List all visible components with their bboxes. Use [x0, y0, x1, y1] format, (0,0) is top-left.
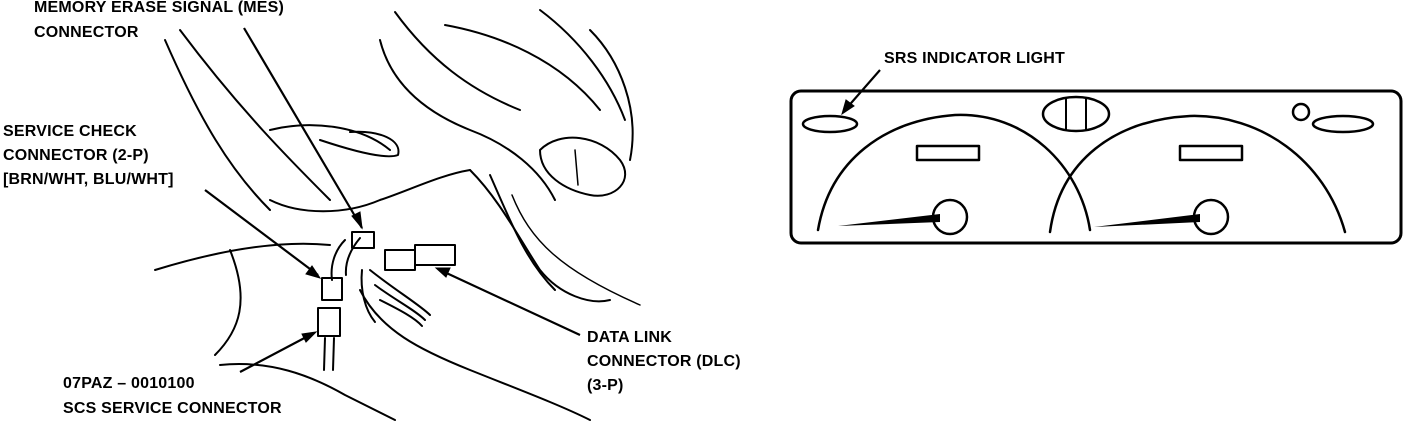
scs-tool-label-line1: 07PAZ – 0010100 — [63, 375, 195, 392]
dlc-label-line1: DATA LINK — [587, 329, 673, 346]
dlc-label-line2: CONNECTOR (DLC) — [587, 353, 741, 370]
srs-indicator-light-label: SRS INDICATOR LIGHT — [884, 50, 1065, 67]
instrument-cluster — [789, 89, 1403, 245]
mes-connector-label-line2: CONNECTOR — [34, 24, 139, 41]
service-check-connector-label-line2: CONNECTOR (2-P) — [3, 147, 149, 164]
leader-line-srs — [841, 69, 881, 116]
connector-harness — [317, 231, 456, 371]
service-check-connector-label-line1: SERVICE CHECK — [3, 123, 137, 140]
dlc-label-line3: (3-P) — [587, 377, 624, 394]
dashboard-underside — [154, 9, 641, 421]
service-check-connector-label-line3: [BRN/WHT, BLU/WHT] — [3, 171, 174, 188]
srs-indicator-light — [801, 114, 859, 134]
scs-tool-label-line2: SCS SERVICE CONNECTOR — [63, 400, 282, 417]
mes-connector-label-line1: MEMORY ERASE SIGNAL (MES) — [34, 0, 285, 16]
leader-lines-left — [204, 27, 581, 373]
